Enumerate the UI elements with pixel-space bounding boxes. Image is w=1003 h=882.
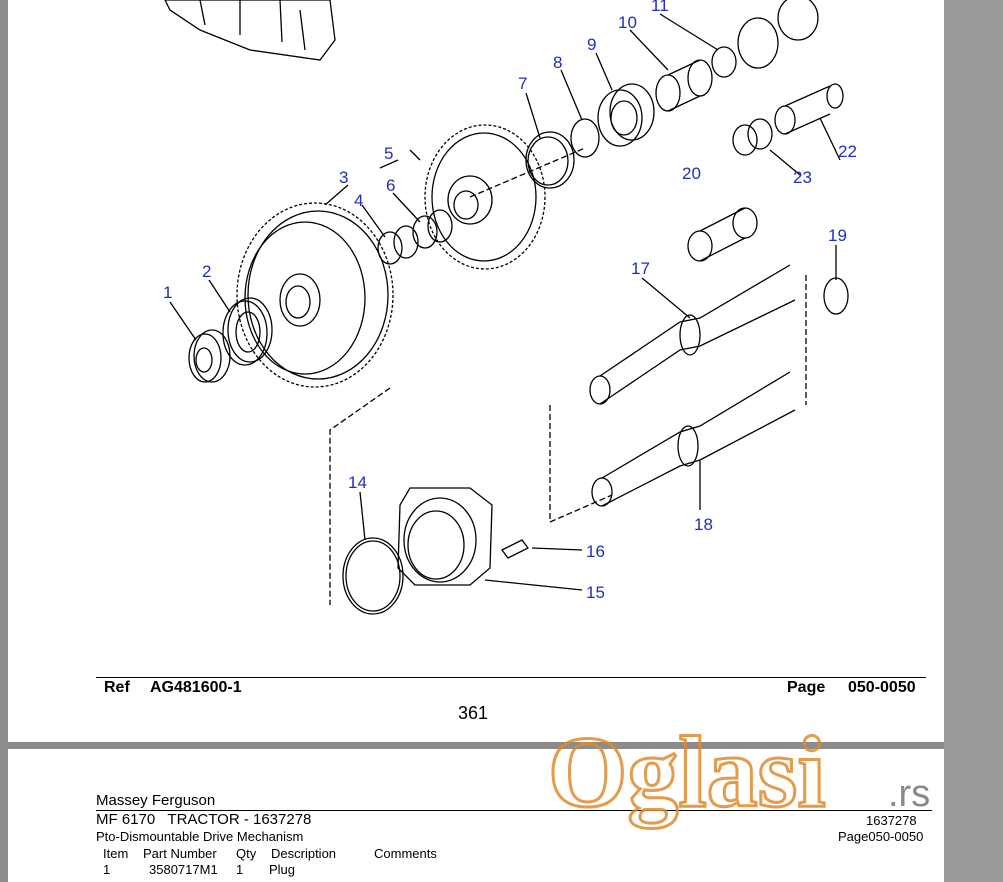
callout-3: 3 [339, 168, 348, 187]
callout-15: 15 [586, 583, 605, 602]
section-title: Pto-Dismountable Drive Mechanism [96, 829, 304, 844]
part-19-ring [823, 277, 849, 315]
leader-lines [169, 13, 841, 591]
part-11-ring [711, 46, 737, 78]
row-qty: 1 [236, 862, 244, 877]
callout-23: 23 [793, 168, 812, 187]
model-code: 1637278 [866, 813, 917, 828]
col-header-comments: Comments [374, 846, 437, 861]
col-header-description: Description [271, 846, 337, 861]
watermark-tld: .rs [888, 773, 930, 815]
callout-2: 2 [202, 262, 211, 281]
col-header-part-number: Part Number [143, 846, 217, 861]
part-5-gear [424, 124, 546, 270]
row-part-number: 3580717M1 [149, 862, 218, 877]
oglasi-watermark-logo: Oglasi .rs [548, 722, 930, 831]
header-rule [96, 810, 932, 811]
col-header-qty: Qty [236, 846, 257, 861]
row-description: Plug [269, 862, 296, 877]
ref-label: Ref [104, 679, 130, 696]
top-bearings [737, 0, 819, 69]
page-value: 050-0050 [848, 679, 916, 696]
part-3-gear [236, 202, 394, 388]
part-9-bearing [597, 83, 655, 147]
part-4-bushing [377, 225, 419, 265]
callout-19: 19 [828, 226, 847, 245]
model-title: MF 6170 TRACTOR - 1637278 [96, 811, 312, 828]
callout-17: 17 [631, 259, 650, 278]
assembly-lines [329, 147, 807, 605]
next-catalog-page [8, 749, 944, 882]
callout-16: 16 [586, 542, 605, 561]
page-label: Page [787, 679, 826, 696]
catalog-page [8, 0, 944, 742]
callout-8: 8 [553, 53, 562, 72]
part-10-hub [655, 59, 713, 112]
part-22-sleeve [774, 83, 844, 135]
part-18-shaft [591, 371, 796, 507]
callout-4: 4 [354, 191, 363, 210]
viewer-gutter [944, 0, 1003, 882]
callout-labels: 1 2 3 4 5 6 7 8 9 10 11 14 15 16 17 18 1… [163, 0, 857, 602]
ref-value: AG481600-1 [150, 679, 242, 696]
row-item: 1 [103, 862, 111, 877]
callout-18: 18 [694, 515, 713, 534]
part-15-flange [397, 487, 493, 586]
callout-20: 20 [682, 164, 701, 183]
part-6-bushing [412, 209, 453, 249]
exploded-parts-diagram: 1 2 3 4 5 6 7 8 9 10 11 14 15 16 17 18 1… [163, 0, 857, 615]
callout-6: 6 [386, 176, 395, 195]
manufacturer: Massey Ferguson [96, 792, 216, 809]
part-17-shaft [589, 264, 796, 405]
part-16-bolt [501, 539, 529, 559]
footer-rule [96, 677, 926, 678]
part-14-ring [342, 537, 404, 615]
watermark-brand: Oglasi [548, 722, 826, 829]
page-number: 361 [458, 703, 489, 723]
callout-5: 5 [384, 144, 393, 163]
part-8-circlip [570, 118, 600, 158]
housing-drawing [164, 0, 336, 61]
part-20-tube [687, 207, 758, 262]
callout-1: 1 [163, 283, 172, 302]
callout-7: 7 [518, 74, 527, 93]
callout-14: 14 [348, 473, 367, 492]
callout-10: 10 [618, 13, 637, 32]
col-header-item: Item [103, 846, 129, 861]
callout-11: 11 [651, 0, 669, 15]
part-23-bush [732, 118, 773, 156]
part-7-ring [525, 131, 575, 189]
section-page: Page050-0050 [838, 829, 924, 844]
callout-9: 9 [587, 35, 596, 54]
callout-22: 22 [838, 142, 857, 161]
